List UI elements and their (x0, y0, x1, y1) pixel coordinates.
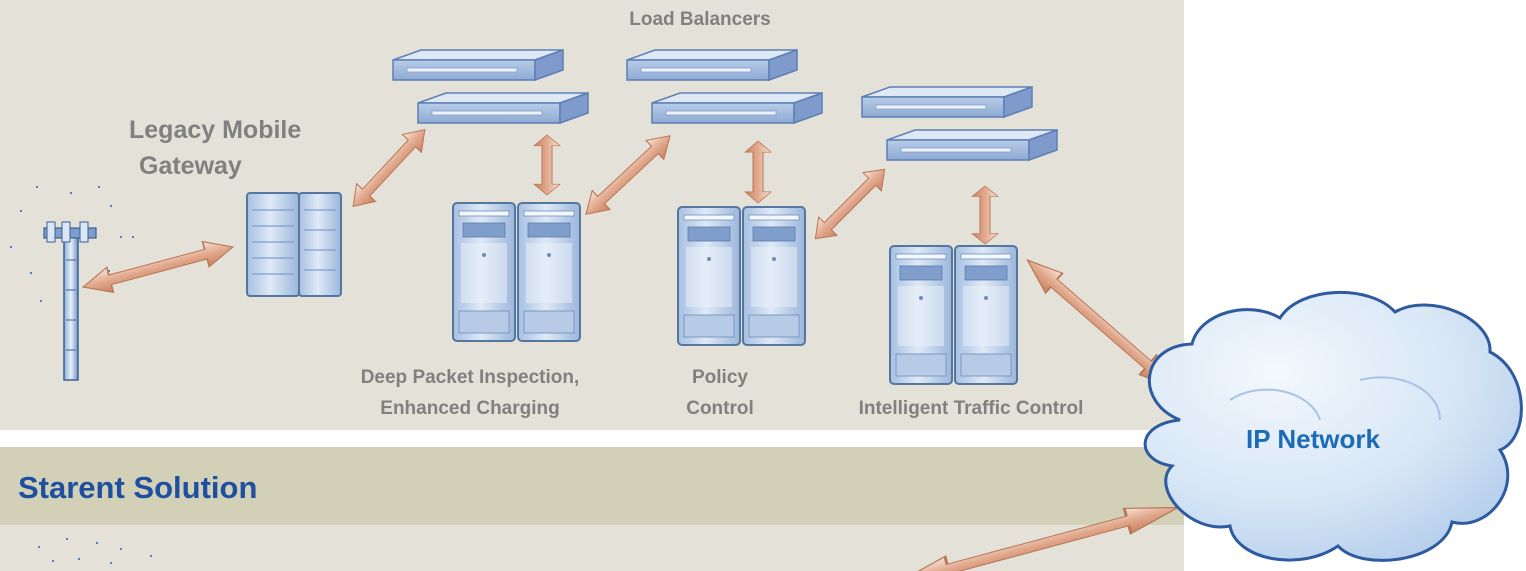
arrow-gateway-lb1 (343, 120, 435, 216)
legacy-gateway-label-line2: Gateway (139, 152, 242, 180)
ip-network-label: IP Network (1246, 424, 1380, 454)
traffic-control-server-icon (889, 245, 1018, 385)
arrow-lb3-traffic (971, 185, 999, 245)
dpi-server-icon (452, 202, 581, 342)
cell-tower-icon (10, 186, 134, 381)
policy-server-icon (677, 206, 806, 346)
policy-label-line1: Policy (692, 367, 748, 388)
arrow-dpi-lb2 (576, 125, 680, 225)
dpi-label-line2: Enhanced Charging (380, 398, 560, 419)
legacy-gateway-icon (246, 192, 342, 297)
arrow-tower-gateway (79, 233, 237, 301)
starent-solution-band (0, 447, 1184, 525)
arrow-lb1-dpi (533, 134, 561, 196)
dpi-label-line1: Deep Packet Inspection, (360, 367, 580, 388)
policy-label-line2: Control (686, 398, 754, 419)
load-balancer-group-2 (626, 49, 823, 124)
load-balancer-group-3 (861, 86, 1058, 161)
load-balancer-group-1 (392, 49, 589, 124)
legacy-gateway-label-line1: Legacy Mobile (129, 116, 302, 144)
traffic-control-label: Intelligent Traffic Control (858, 398, 1084, 419)
ip-network-cloud-icon (1143, 290, 1523, 562)
arrow-starent-cloud (893, 493, 1183, 571)
load-balancers-label: Load Balancers (629, 9, 771, 30)
arrow-policy-lb3 (805, 159, 895, 249)
starent-solution-title: Starent Solution (18, 470, 258, 505)
arrow-lb2-policy (744, 140, 772, 204)
signal-dots-lower (38, 538, 152, 564)
